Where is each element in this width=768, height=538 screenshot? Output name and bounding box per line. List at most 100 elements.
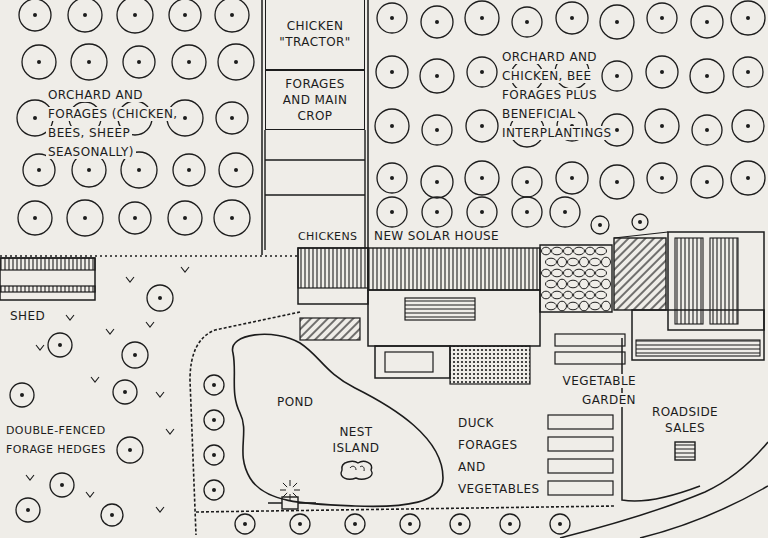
tree-canopy: [50, 473, 74, 497]
tree-trunk: [230, 13, 234, 17]
crop-strip-box: CHICKEN "TRACTOR": [265, 0, 365, 70]
stone: [574, 269, 585, 277]
tree-trunk: [110, 513, 114, 517]
stone: [586, 269, 595, 277]
tree-trunk: [187, 60, 191, 64]
tree-group: [10, 0, 765, 534]
tree-trunk: [212, 383, 216, 387]
pump-blade: [290, 480, 291, 486]
tree-trunk: [705, 74, 709, 78]
windmill-pump: [268, 480, 316, 509]
tree-canopy: [550, 514, 570, 534]
vegetable-bed: [548, 437, 613, 451]
tree-canopy: [731, 161, 765, 195]
shed-outline: [0, 258, 95, 300]
nest-island-bush: [350, 466, 364, 471]
tree-trunk: [298, 522, 302, 526]
tree-trunk: [480, 124, 484, 128]
label-holder: ORCHARD AND FORAGES (CHICKEN, BEES, SHEE…: [46, 86, 196, 162]
vegetable-bed: [555, 334, 625, 346]
tree-canopy: [512, 197, 542, 227]
stone: [542, 269, 551, 277]
tree-trunk: [480, 16, 484, 20]
plant-mark: [146, 322, 154, 327]
crop-strip-box: FORAGES AND MAIN CROP: [265, 70, 365, 130]
tree-trunk: [133, 216, 137, 220]
barn-panel: [710, 238, 738, 324]
tree-trunk: [390, 124, 394, 128]
stone: [552, 247, 563, 255]
tree-trunk: [187, 168, 191, 172]
tree-trunk: [158, 296, 162, 300]
tree-canopy: [117, 0, 153, 33]
tree-trunk: [37, 168, 41, 172]
tree-canopy: [646, 56, 678, 88]
stone: [586, 247, 595, 255]
stone: [596, 247, 607, 255]
plant-mark: [86, 492, 94, 497]
tree-canopy: [10, 383, 34, 407]
tree-trunk: [525, 20, 529, 24]
pond-outline: POND NEST ISLAND: [205, 318, 450, 518]
garden-fence: [622, 338, 700, 501]
vegetable-bed: [555, 352, 625, 364]
stone: [596, 269, 607, 277]
node-label: FORAGES AND MAIN CROP: [272, 76, 358, 124]
tree-canopy: [204, 410, 224, 430]
plant-mark: [36, 345, 44, 350]
roof-ridge: [614, 232, 668, 238]
tree-trunk: [234, 168, 238, 172]
tree-trunk: [87, 60, 91, 64]
tree-canopy: [500, 514, 520, 534]
tree-canopy: [691, 166, 723, 198]
nest-island: NEST ISLAND: [323, 424, 389, 482]
tree-canopy: [422, 197, 452, 227]
tree-canopy: [122, 342, 148, 368]
nest-island-shape: [334, 458, 378, 482]
tree-trunk: [83, 13, 87, 17]
label-holder: DUCK FORAGES AND VEGETABLES: [456, 412, 536, 500]
tree-canopy: [173, 154, 205, 186]
stone: [542, 247, 551, 255]
tree-canopy: [733, 57, 763, 87]
vegetable-bed: [548, 415, 613, 429]
tree-canopy: [216, 102, 248, 134]
tree-trunk: [133, 13, 137, 17]
tree-canopy: [467, 197, 497, 227]
fence-line: [261, 0, 263, 255]
tree-canopy: [101, 504, 123, 526]
roadside-stand: ROADSIDE SALES: [648, 404, 722, 462]
plant-mark: [166, 429, 174, 434]
plant-mark: [156, 507, 164, 512]
label-holder: SHED: [8, 307, 68, 326]
tree-trunk: [746, 16, 750, 20]
pump-blade: [283, 493, 287, 497]
tree-trunk: [26, 508, 30, 512]
road-edge: [640, 486, 768, 538]
node-label: POND: [277, 394, 314, 410]
tree-canopy: [235, 514, 255, 534]
stone: [574, 291, 585, 299]
tree-canopy: [691, 6, 723, 38]
tree-canopy: [117, 437, 143, 463]
barn-annex: [632, 310, 764, 360]
stone: [546, 302, 557, 310]
tree-trunk: [212, 418, 216, 422]
tree-trunk: [435, 20, 439, 24]
tree-trunk: [525, 180, 529, 184]
tree-canopy: [450, 514, 470, 534]
tree-canopy: [67, 200, 103, 236]
hedge-fence: [190, 312, 300, 535]
plant-mark: [26, 475, 34, 480]
tree-trunk: [20, 393, 24, 397]
fence-line: [0, 255, 298, 257]
tree-canopy: [16, 498, 40, 522]
pump-blade: [293, 493, 297, 497]
tree-canopy: [550, 197, 580, 227]
tree-trunk: [183, 116, 187, 120]
tree-trunk: [598, 223, 602, 227]
solar-house: [368, 290, 540, 346]
tree-trunk: [435, 180, 439, 184]
